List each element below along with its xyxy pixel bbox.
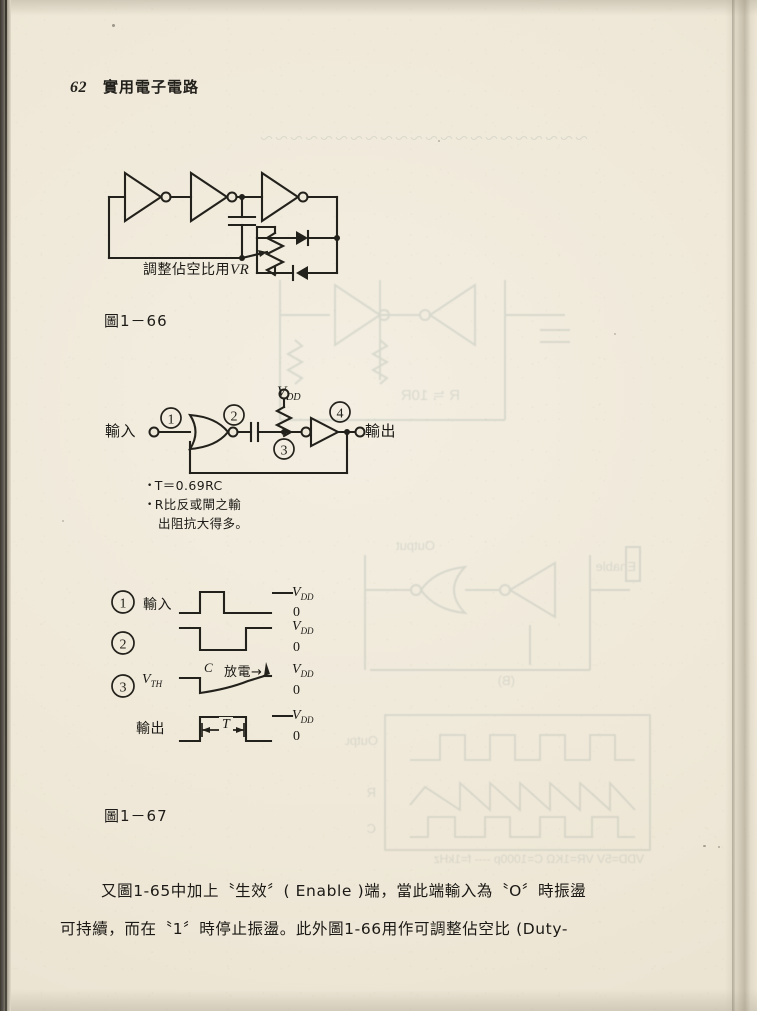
waveform-trace-2 xyxy=(178,626,273,652)
svg-text:1: 1 xyxy=(120,597,127,612)
waveform-node-marker-1: 1 xyxy=(111,590,135,614)
fig-1-67-output-label: 輸出 xyxy=(365,422,397,440)
waveform-low-label-3: 0 xyxy=(293,683,300,698)
waveform-node-marker-3: 3 xyxy=(111,674,135,698)
waveform-high-label-3: VDD xyxy=(292,662,314,679)
svg-text:2: 2 xyxy=(120,638,127,653)
waveform-low-label-1: 0 xyxy=(293,605,300,620)
figure-1-67-circuit: 1 2 3 4 xyxy=(148,388,366,475)
body-line-2: 可持續，而在〝1〞時停止振盪。此外圖1-66用作可調整佔空比 (Duty- xyxy=(60,920,569,938)
waveform-low-label-2: 0 xyxy=(293,640,300,655)
fig-1-67-note-1: •T＝0.69RC xyxy=(147,477,223,495)
note-3-text: 出阻抗大得多。 xyxy=(158,516,249,531)
note-bullet-icon: • xyxy=(147,481,153,491)
page-header: 62 實用電子電路 xyxy=(70,76,199,97)
svg-text:3: 3 xyxy=(120,681,127,696)
scan-speck xyxy=(438,140,440,142)
page-fold-line xyxy=(732,0,735,1011)
page-number: 62 xyxy=(70,79,87,96)
scan-speck xyxy=(703,845,706,847)
figure-1-66-circuit xyxy=(107,171,340,282)
fig-1-67-vdd-label: VDD xyxy=(277,384,301,403)
waveform-level-tick-4 xyxy=(272,714,294,718)
note-2-text: R比反或閘之輸 xyxy=(154,497,242,512)
waveform-level-tick-1 xyxy=(272,591,294,595)
page-edge-right-shadow xyxy=(725,0,757,1011)
waveform-high-label-4: VDD xyxy=(292,708,314,725)
body-paragraph: 又圖1-65中加上〝生效〞( Enable )端，當此端輸入為〝O〞時振盪 可持… xyxy=(60,872,688,948)
page-edge-bottom-shadow xyxy=(0,989,757,1011)
figure-1-67-caption: 圖1－67 xyxy=(104,807,168,825)
waveform-trace-1 xyxy=(178,590,273,615)
waveform-annotation-c: C xyxy=(204,660,213,675)
body-line-1: 又圖1-65中加上〝生效〞( Enable )端，當此端輸入為〝O〞時振盪 xyxy=(101,882,587,900)
svg-text:4: 4 xyxy=(337,407,344,422)
fig-1-67-note-3: 出阻抗大得多。 xyxy=(158,515,248,533)
arrow-right-icon: → xyxy=(251,665,263,680)
scanner-edge-left-line xyxy=(5,0,7,1011)
running-title: 實用電子電路 xyxy=(103,78,200,96)
waveform-node-marker-2: 2 xyxy=(111,631,135,655)
fig-1-67-note-2: •R比反或閘之輸 xyxy=(147,496,241,514)
fig-1-66-vr-label-symbol: VR xyxy=(230,262,250,278)
waveform-label-3-vth: VTH xyxy=(142,672,163,689)
page-edge-top-shadow xyxy=(0,0,757,16)
waveform-low-label-4: 0 xyxy=(293,729,300,744)
waveform-trace-3 xyxy=(178,662,273,695)
figure-1-66-caption: 圖1－66 xyxy=(104,312,168,330)
note-1-text: T＝0.69RC xyxy=(154,478,223,493)
svg-text:3: 3 xyxy=(281,444,288,459)
scan-speck xyxy=(62,520,64,522)
waveform-high-label-2: VDD xyxy=(292,619,314,636)
svg-text:1: 1 xyxy=(168,413,175,428)
waveform-label-4: 輸出 xyxy=(136,721,165,737)
fig-1-67-input-label: 輸入 xyxy=(105,422,137,440)
svg-text:2: 2 xyxy=(231,410,238,425)
scan-speck xyxy=(614,333,616,335)
waveform-high-label-1: VDD xyxy=(292,585,314,602)
waveform-label-1: 輸入 xyxy=(143,597,172,613)
scan-speck xyxy=(112,24,115,27)
waveform-annotation-discharge: 放電→ xyxy=(224,661,262,680)
scan-speck xyxy=(718,846,720,848)
fig-1-66-vr-label-text: 調整佔空比用 xyxy=(143,262,230,278)
note-bullet-icon-2: • xyxy=(147,500,153,510)
fig-1-66-vr-label: 調整佔空比用VR xyxy=(143,259,249,279)
discharge-text: 放電 xyxy=(224,665,252,680)
waveform-period-label: T xyxy=(219,717,233,733)
